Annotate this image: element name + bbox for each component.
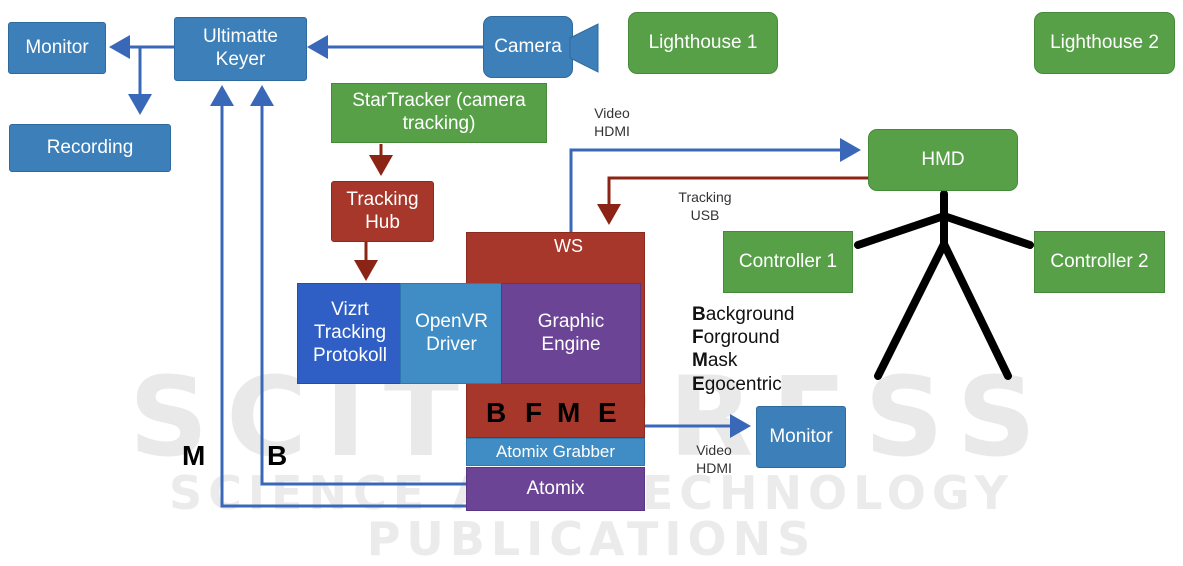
ws-to-hmd-arrow (569, 138, 861, 232)
startracker-label: StarTracker (camera tracking) (352, 90, 526, 134)
monitor-top-box: Monitor (8, 22, 106, 74)
blue-arrows (109, 35, 861, 508)
legend-initial: M (692, 350, 708, 372)
legend-item-mask: Mask (692, 349, 794, 372)
recording-label: Recording (46, 136, 134, 158)
red-arrows (354, 144, 868, 281)
controller-1-label: Controller 1 (738, 250, 838, 272)
graphic-engine-label: Graphic Engine (537, 310, 605, 355)
legend-item-egocentric: Egocentric (692, 373, 794, 396)
legend-rest: ackground (705, 304, 795, 325)
ws-label: WS (554, 236, 583, 256)
legend-item-background: Background (692, 303, 794, 326)
camera-label: Camera (494, 35, 562, 57)
camera-box: Camera (483, 16, 573, 78)
atomix-label: Atomix (526, 477, 585, 499)
atomix-grabber-label: Atomix Grabber (495, 441, 616, 461)
video-hdmi-bottom-note: Video HDMI (696, 442, 732, 476)
camera-lens-icon (569, 23, 599, 73)
atomix-box: Atomix (466, 467, 645, 511)
legend-rest: ask (707, 350, 738, 372)
startracker-box: StarTracker (camera tracking) (331, 83, 547, 143)
controller-1-box: Controller 1 (723, 231, 853, 293)
openvr-box: OpenVR Driver (400, 283, 503, 384)
signal-e: E (598, 397, 617, 428)
signal-f: F (525, 397, 543, 428)
graphic-engine-box: Graphic Engine (501, 283, 641, 384)
ultimatte-keyer-label: Ultimatte Keyer (203, 26, 278, 70)
diagram: SCITEPRESS SCIENCE AND TECHNOLOGY PUBLIC… (8, 12, 1175, 562)
background-to-keyer-arrow (250, 85, 467, 486)
legend-initial: F (692, 327, 704, 349)
mask-signal-label: M (182, 440, 206, 471)
lighthouse-2-box: Lighthouse 2 (1034, 12, 1175, 74)
legend-initial: B (692, 304, 706, 325)
openvr-label: OpenVR Driver (415, 310, 488, 355)
legend-rest: gocentric (704, 373, 782, 395)
hmd-to-ws-arrow (597, 176, 868, 225)
tracking-hub-label: Tracking Hub (346, 188, 419, 233)
monitor-top-label: Monitor (25, 36, 89, 58)
background-signal-label: B (267, 440, 288, 471)
recording-box: Recording (9, 124, 171, 172)
controller-2-box: Controller 2 (1034, 231, 1165, 293)
ultimatte-keyer-box: Ultimatte Keyer (174, 17, 307, 81)
stick-figure (854, 190, 1034, 380)
vizrt-box: Vizrt Tracking Protokoll (297, 283, 403, 384)
signal-m: M (557, 397, 581, 428)
legend-initial: E (692, 373, 705, 395)
controller-2-label: Controller 2 (1050, 250, 1149, 272)
legend-item-foreground: Forground (692, 326, 794, 349)
monitor-bottom-box: Monitor (756, 406, 846, 468)
monitor-bottom-label: Monitor (769, 425, 833, 447)
vizrt-label: Vizrt Tracking Protokoll (313, 299, 387, 366)
tracking-hub-box: Tracking Hub (331, 181, 434, 242)
legend-rest: orground (703, 327, 780, 349)
lighthouse-2-label: Lighthouse 2 (1050, 31, 1159, 53)
atomix-grabber-box: Atomix Grabber (466, 438, 645, 466)
hmd-box: HMD (868, 129, 1018, 191)
signal-legend: Background Forground Mask Egocentric (692, 303, 794, 396)
hmd-label: HMD (921, 148, 965, 170)
signal-b: B (486, 397, 507, 428)
video-hdmi-top-note: Video HDMI (594, 105, 630, 139)
tracking-usb-note: Tracking USB (678, 189, 732, 223)
lighthouse-1-label: Lighthouse 1 (648, 31, 758, 53)
lighthouse-1-box: Lighthouse 1 (628, 12, 778, 74)
mask-to-keyer-arrow (210, 85, 467, 508)
